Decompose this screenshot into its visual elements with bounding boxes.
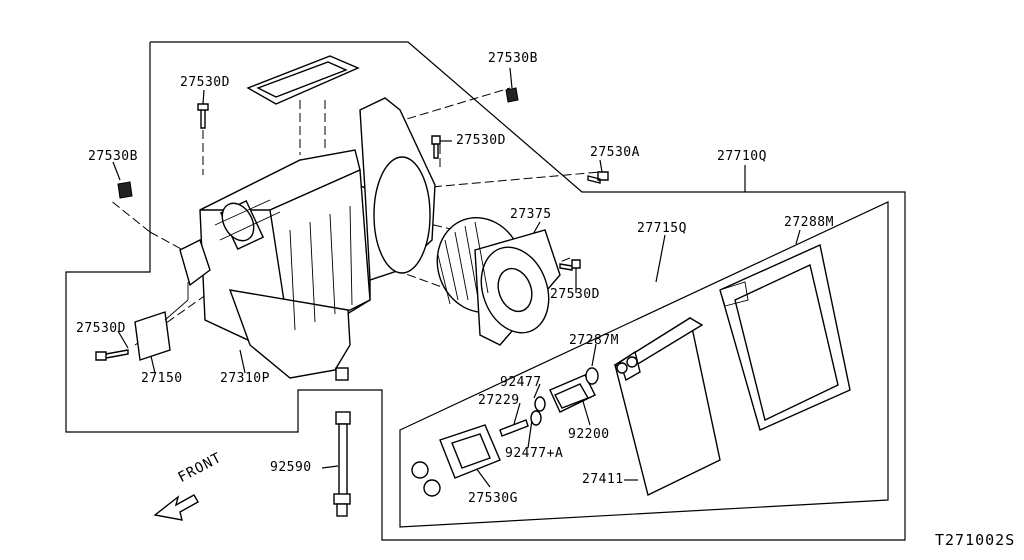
label-27710Q: 27710Q <box>717 149 767 164</box>
evaporator <box>613 316 721 497</box>
label-27530D-top: 27530D <box>180 75 230 90</box>
label-92477: 92477 <box>500 375 542 390</box>
bracket <box>134 239 211 361</box>
assembly-boundary <box>65 41 906 541</box>
label-27530G: 27530G <box>468 491 518 506</box>
label-27530D-mid: 27530D <box>456 133 506 148</box>
label-27288M: 27288M <box>784 215 834 230</box>
label-92200: 92200 <box>568 427 610 442</box>
diagram-code: T271002S <box>935 531 1016 549</box>
label-27530B-left: 27530B <box>88 149 138 164</box>
label-92590: 92590 <box>270 460 312 475</box>
screws <box>95 103 609 361</box>
label-27530A: 27530A <box>590 145 640 160</box>
label-27411: 27411 <box>582 472 624 487</box>
label-27530B-top: 27530B <box>488 51 538 66</box>
blower-fan <box>436 216 561 346</box>
label-27375: 27375 <box>510 207 552 222</box>
label-27150: 27150 <box>141 371 183 386</box>
evaporator-cover <box>719 244 851 431</box>
top-gasket <box>246 55 360 105</box>
heater-case <box>199 97 436 379</box>
label-27530D-right: 27530D <box>550 287 600 302</box>
drain-hose <box>333 367 351 517</box>
label-92477A: 92477+A <box>505 446 564 461</box>
label-27715Q: 27715Q <box>637 221 687 236</box>
grommet <box>411 424 501 497</box>
expansion-valve <box>499 367 599 437</box>
label-27229: 27229 <box>478 393 520 408</box>
front-arrow <box>153 494 199 521</box>
label-27310P: 27310P <box>220 371 270 386</box>
evaporator-group-boundary <box>399 201 889 528</box>
label-27530D-left: 27530D <box>76 321 126 336</box>
label-27287M: 27287M <box>569 333 619 348</box>
clips <box>117 87 519 199</box>
